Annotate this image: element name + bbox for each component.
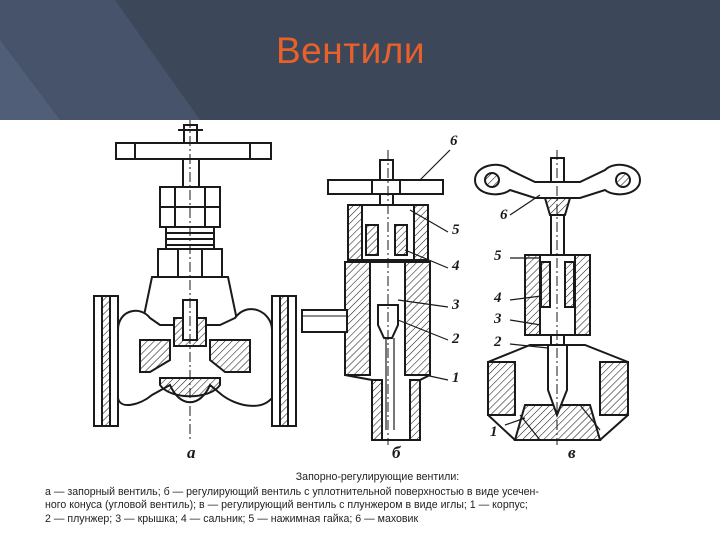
caption-line: 2 — плунжер; 3 — крышка; 4 — сальник; 5 … <box>45 512 419 525</box>
label-c: в <box>568 443 576 462</box>
callout-b-6: 6 <box>450 133 458 149</box>
callout-b-3: 3 <box>452 297 460 313</box>
valve-c-drawing <box>473 150 642 445</box>
callout-b-4: 4 <box>452 258 460 274</box>
callout-c-1: 1 <box>490 424 498 440</box>
valve-a-drawing <box>93 120 297 440</box>
figure-caption: Запорно-регулирующие вентили: а — запорн… <box>45 471 710 526</box>
label-a: а <box>187 443 196 462</box>
slide-title: Вентили <box>276 30 426 71</box>
valve-b-drawing <box>301 149 451 445</box>
header-decoration <box>0 0 200 120</box>
caption-line: а — запорный вентиль; б — регулирующий в… <box>45 485 539 498</box>
label-b: б <box>392 443 401 462</box>
callout-c-3: 3 <box>494 311 502 327</box>
callout-b-2: 2 <box>452 331 460 347</box>
callout-c-4: 4 <box>494 290 502 306</box>
slide-header: Вентили <box>0 0 720 120</box>
callout-c-6: 6 <box>500 207 508 223</box>
callout-b-1: 1 <box>452 370 460 386</box>
caption-line: ного конуса (угловой вентиль); в — регул… <box>45 499 528 512</box>
callout-b-5: 5 <box>452 222 460 238</box>
callout-c-5: 5 <box>494 248 502 264</box>
caption-title: Запорно-регулирующие вентили: <box>295 471 460 483</box>
valve-drawings <box>93 120 642 445</box>
callout-c-2: 2 <box>494 334 502 350</box>
